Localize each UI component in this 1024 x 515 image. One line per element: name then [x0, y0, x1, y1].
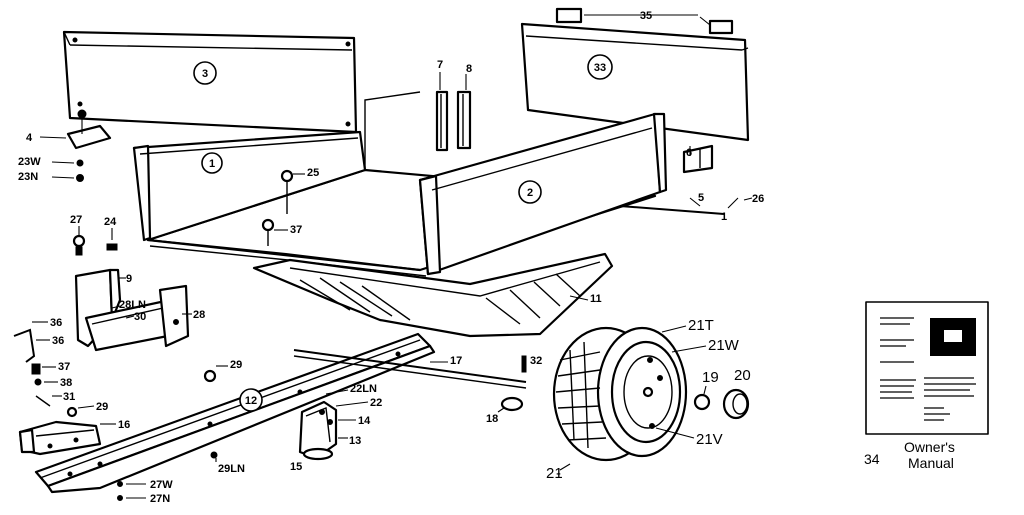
label-2: 2	[527, 187, 533, 199]
manual-title-line1: Owner's	[904, 439, 955, 455]
label-3: 3	[202, 68, 208, 80]
label-28: 28	[193, 309, 205, 321]
label-16: 16	[118, 419, 130, 431]
label-28ln: 28LN	[119, 299, 146, 311]
label-21t: 21T	[688, 317, 714, 334]
hitch-bracket-assembly: 27 24 9 28LN 30 28	[70, 214, 205, 352]
label-21w: 21W	[708, 337, 740, 354]
brace-part-8: 8	[456, 63, 472, 150]
svg-text:-: -	[556, 465, 561, 482]
label-34: 34	[864, 451, 880, 467]
axle-part-17: 17 32	[293, 349, 542, 389]
label-21: 21	[546, 465, 563, 482]
bracket-part-6: 6	[682, 144, 714, 174]
panel-part-3: 3	[62, 30, 358, 134]
label-21v: 21V	[696, 431, 723, 448]
label-27: 27	[70, 214, 82, 226]
label-18: 18	[486, 413, 498, 425]
label-30: 30	[134, 311, 146, 323]
hitch-pin-bracket: 22LN 22 14 13 15	[290, 383, 382, 473]
label-7: 7	[437, 59, 443, 71]
frame-part-11: 11	[252, 252, 614, 338]
panel-part-33: 33 35	[520, 7, 750, 142]
bolt-part-25: 25	[280, 167, 319, 214]
label-29ln: 29LN	[218, 463, 245, 475]
label-14: 14	[358, 415, 371, 427]
label-31: 31	[63, 391, 75, 403]
label-9: 9	[126, 273, 132, 285]
label-27w: 27W	[150, 479, 173, 491]
label-19: 19	[702, 369, 719, 386]
label-22: 22	[370, 397, 382, 409]
label-11: 11	[590, 293, 602, 305]
hitch-small-parts: 36 36 37 38 31 29 16	[13, 317, 130, 456]
label-17: 17	[450, 355, 462, 367]
label-37: 37	[58, 361, 70, 373]
label-36-a: 36	[50, 317, 62, 329]
label-22ln: 22LN	[350, 383, 377, 395]
label-4: 4	[26, 132, 33, 144]
label-35: 35	[640, 10, 652, 22]
label-25: 25	[307, 167, 319, 179]
label-24: 24	[104, 216, 117, 228]
manual-title-line2: Manual	[908, 455, 954, 471]
label-13: 13	[349, 435, 361, 447]
rod-part-5: 5 26 1	[619, 192, 764, 223]
brace-part-7: 7	[435, 59, 449, 152]
label-33: 33	[594, 62, 606, 74]
bracket-part-4: 4 23W 23N	[18, 109, 112, 183]
owners-manual-part-34: 34 Owner's Manual	[864, 301, 989, 471]
label-8: 8	[466, 63, 472, 75]
label-15: 15	[290, 461, 302, 473]
label-26: 26	[752, 193, 764, 205]
bolt-part-29: 29 29LN 27W 27N	[117, 359, 245, 505]
label-37-top: 37	[290, 224, 302, 236]
hubcap-part-20: 20	[722, 367, 751, 420]
label-23n: 23N	[18, 171, 38, 183]
cart-box: 1 2	[132, 91, 668, 277]
label-23w: 23W	[18, 156, 41, 168]
washer-part-19: 19	[693, 369, 719, 411]
label-32: 32	[530, 355, 542, 367]
label-6: 6	[686, 147, 692, 159]
spacer-part-18: 18	[486, 396, 524, 425]
label-5: 5	[698, 192, 704, 204]
wheel-part-21: 21T 21W 21V 21 -	[546, 317, 740, 482]
label-1: 1	[209, 158, 215, 170]
label-20: 20	[734, 367, 751, 384]
label-27n: 27N	[150, 493, 170, 505]
bolt-part-37-floor: 37	[261, 218, 302, 246]
label-38: 38	[60, 377, 72, 389]
label-12: 12	[245, 395, 257, 407]
label-1-pin: 1	[721, 211, 727, 223]
tongue-part-12: 12	[34, 332, 436, 494]
label-29-left: 29	[96, 401, 108, 413]
label-29: 29	[230, 359, 242, 371]
label-36-b: 36	[52, 335, 64, 347]
